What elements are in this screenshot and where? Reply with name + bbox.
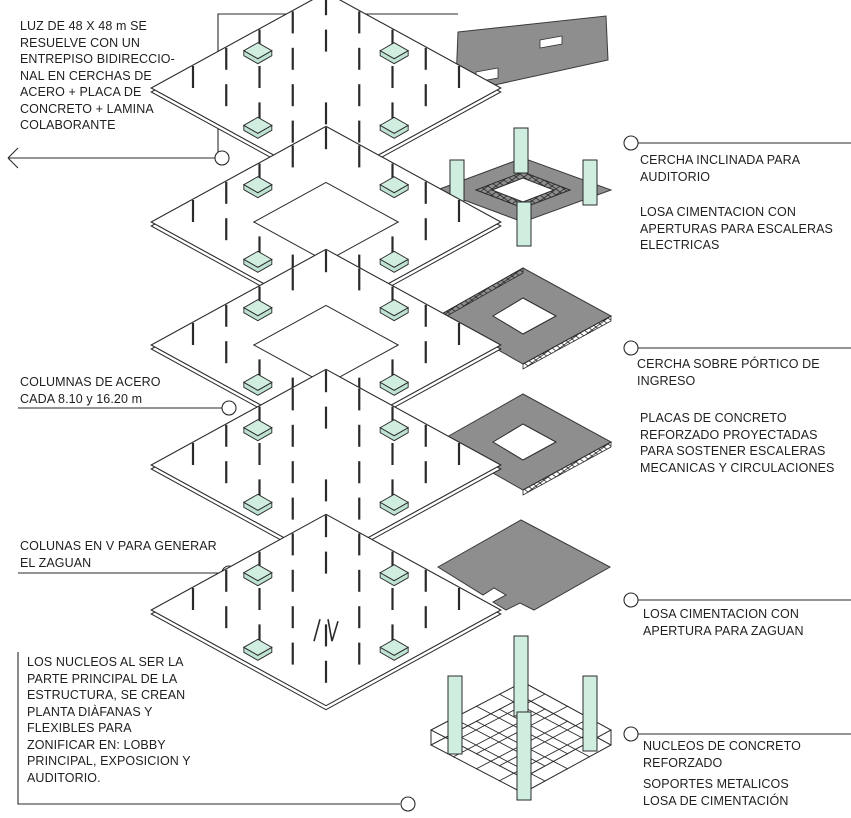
core-block bbox=[242, 564, 273, 582]
note-portico-truss: CERCHA SOBRE PÓRTICO DE INGRESO bbox=[637, 356, 820, 389]
note-plates-line: PARA SOSTENER ESCALERAS bbox=[640, 444, 826, 458]
core-block bbox=[242, 299, 273, 317]
leader-foundation-node bbox=[400, 796, 416, 812]
note-portico-line: CERCHA SOBRE PÓRTICO DE bbox=[637, 357, 820, 371]
core-block bbox=[242, 176, 273, 194]
note-slab-openings: LOSA CIMENTACION CON APERTURAS PARA ESCA… bbox=[640, 204, 833, 254]
note-span-line: ENTREPISO BIDIRECCIO- bbox=[20, 52, 175, 66]
note-v-columns-line: COLUNAS EN V PARA GENERAR bbox=[20, 539, 217, 553]
note-auditorium-line: CERCHA INCLINADA PARA bbox=[640, 153, 801, 167]
core-block bbox=[242, 638, 273, 656]
core-column bbox=[582, 675, 598, 752]
note-span-line: ACERO + PLACA DE bbox=[20, 85, 142, 99]
core-block bbox=[379, 638, 410, 656]
core-block bbox=[379, 42, 410, 60]
core-block bbox=[242, 250, 273, 268]
note-plates-line: MECANICAS Y CIRCULACIONES bbox=[640, 460, 835, 475]
note-span-line: CONCRETO + LAMINA bbox=[20, 101, 154, 116]
note-cores-line: AUDITORIO. bbox=[27, 770, 101, 785]
note-columns: COLUMNAS DE ACERO CADA 8.10 y 16.20 m bbox=[20, 374, 161, 407]
core-column bbox=[516, 201, 532, 247]
note-cores-line: PLANTA DIÀFANAS Y bbox=[27, 704, 153, 719]
note-cores-line: ZONIFICAR EN: LOBBY bbox=[27, 737, 166, 752]
note-slab-openings-line: LOSA CIMENTACION CON bbox=[640, 205, 796, 219]
note-concrete-plates: PLACAS DE CONCRETO REFORZADO PROYECTADAS… bbox=[640, 410, 834, 476]
note-foundation: SOPORTES METALICOS LOSA DE CIMENTACIÓN bbox=[643, 776, 789, 809]
note-v-columns-line: EL ZAGUAN bbox=[20, 555, 92, 570]
note-cores-line: PRINCIPAL, EXPOSICION Y bbox=[27, 754, 191, 768]
note-span-line: COLABORANTE bbox=[20, 118, 116, 132]
note-cores-line: LOS NUCLEOS AL SER LA bbox=[27, 655, 184, 669]
zaguan-slab bbox=[437, 519, 612, 611]
core-block bbox=[379, 493, 410, 511]
leader-zaguan-node bbox=[623, 592, 639, 608]
v-column bbox=[313, 618, 339, 642]
leader-cores-node bbox=[623, 726, 639, 742]
core-block bbox=[379, 250, 410, 268]
note-span-line: RESUELVE CON UN bbox=[20, 35, 141, 50]
note-foundation-line: LOSA DE CIMENTACIÓN bbox=[643, 793, 789, 808]
note-zaguan-line: APERTURA PARA ZAGUAN bbox=[643, 623, 804, 638]
note-span: LUZ DE 48 X 48 m SE RESUELVE CON UN ENTR… bbox=[20, 18, 175, 134]
core-block bbox=[379, 373, 410, 391]
note-concrete-cores: NUCLEOS DE CONCRETO REFORZADO bbox=[643, 738, 801, 771]
core-column bbox=[582, 159, 598, 206]
note-columns-line: COLUMNAS DE ACERO bbox=[20, 375, 161, 389]
note-columns-line: CADA 8.10 y 16.20 m bbox=[20, 391, 143, 406]
note-cores-line: ESTRUCTURA, SE CREAN bbox=[27, 688, 186, 702]
leader-lines bbox=[7, 13, 851, 812]
core-column bbox=[513, 127, 529, 174]
note-cores: LOS NUCLEOS AL SER LA PARTE PRINCIPAL DE… bbox=[27, 654, 191, 786]
core-block bbox=[379, 176, 410, 194]
note-cores-line: PARTE PRINCIPAL DE LA bbox=[27, 671, 178, 686]
core-column bbox=[447, 675, 463, 755]
note-cores-right-line: NUCLEOS DE CONCRETO bbox=[643, 739, 801, 753]
note-auditorium-line: AUDITORIO bbox=[640, 169, 711, 184]
note-zaguan-line: LOSA CIMENTACION CON bbox=[643, 607, 799, 621]
leader-foundation bbox=[17, 652, 400, 805]
note-portico-line: INGRESO bbox=[637, 373, 696, 388]
auditorium-slab bbox=[435, 127, 613, 247]
core-column bbox=[513, 635, 529, 717]
leader-auditorium-node bbox=[623, 135, 639, 151]
note-cores-right-line: REFORZADO bbox=[643, 755, 723, 770]
core-block bbox=[242, 116, 273, 134]
note-cores-line: FLEXIBLES PARA bbox=[27, 721, 132, 735]
note-slab-openings-line: ELECTRICAS bbox=[640, 238, 720, 252]
core-block bbox=[379, 116, 410, 134]
core-block bbox=[242, 419, 273, 437]
foundation-and-cores bbox=[429, 635, 613, 801]
note-slab-openings-line: APERTURAS PARA ESCALERAS bbox=[640, 221, 833, 236]
note-foundation-line: SOPORTES METALICOS bbox=[643, 777, 789, 791]
core-block bbox=[242, 42, 273, 60]
note-plates-line: REFORZADO PROYECTADAS bbox=[640, 427, 818, 442]
core-block bbox=[379, 564, 410, 582]
left-floor-levels bbox=[150, 0, 502, 711]
leader-span-node bbox=[214, 150, 230, 166]
core-column bbox=[516, 711, 532, 801]
core-block bbox=[242, 373, 273, 391]
core-block bbox=[379, 419, 410, 437]
note-zaguan-slab: LOSA CIMENTACION CON APERTURA PARA ZAGUA… bbox=[643, 606, 804, 639]
core-block bbox=[379, 299, 410, 317]
core-block bbox=[242, 493, 273, 511]
note-span-line: LUZ DE 48 X 48 m SE bbox=[20, 19, 147, 33]
note-auditorium-truss: CERCHA INCLINADA PARA AUDITORIO bbox=[640, 152, 800, 185]
note-plates-line: PLACAS DE CONCRETO bbox=[640, 411, 787, 425]
leader-portico-node bbox=[623, 340, 639, 356]
floor-plate bbox=[150, 513, 502, 707]
note-v-columns: COLUNAS EN V PARA GENERAR EL ZAGUAN bbox=[20, 538, 217, 571]
note-span-line: NAL EN CERCHAS DE bbox=[20, 68, 152, 83]
leader-columns-node bbox=[221, 400, 237, 416]
